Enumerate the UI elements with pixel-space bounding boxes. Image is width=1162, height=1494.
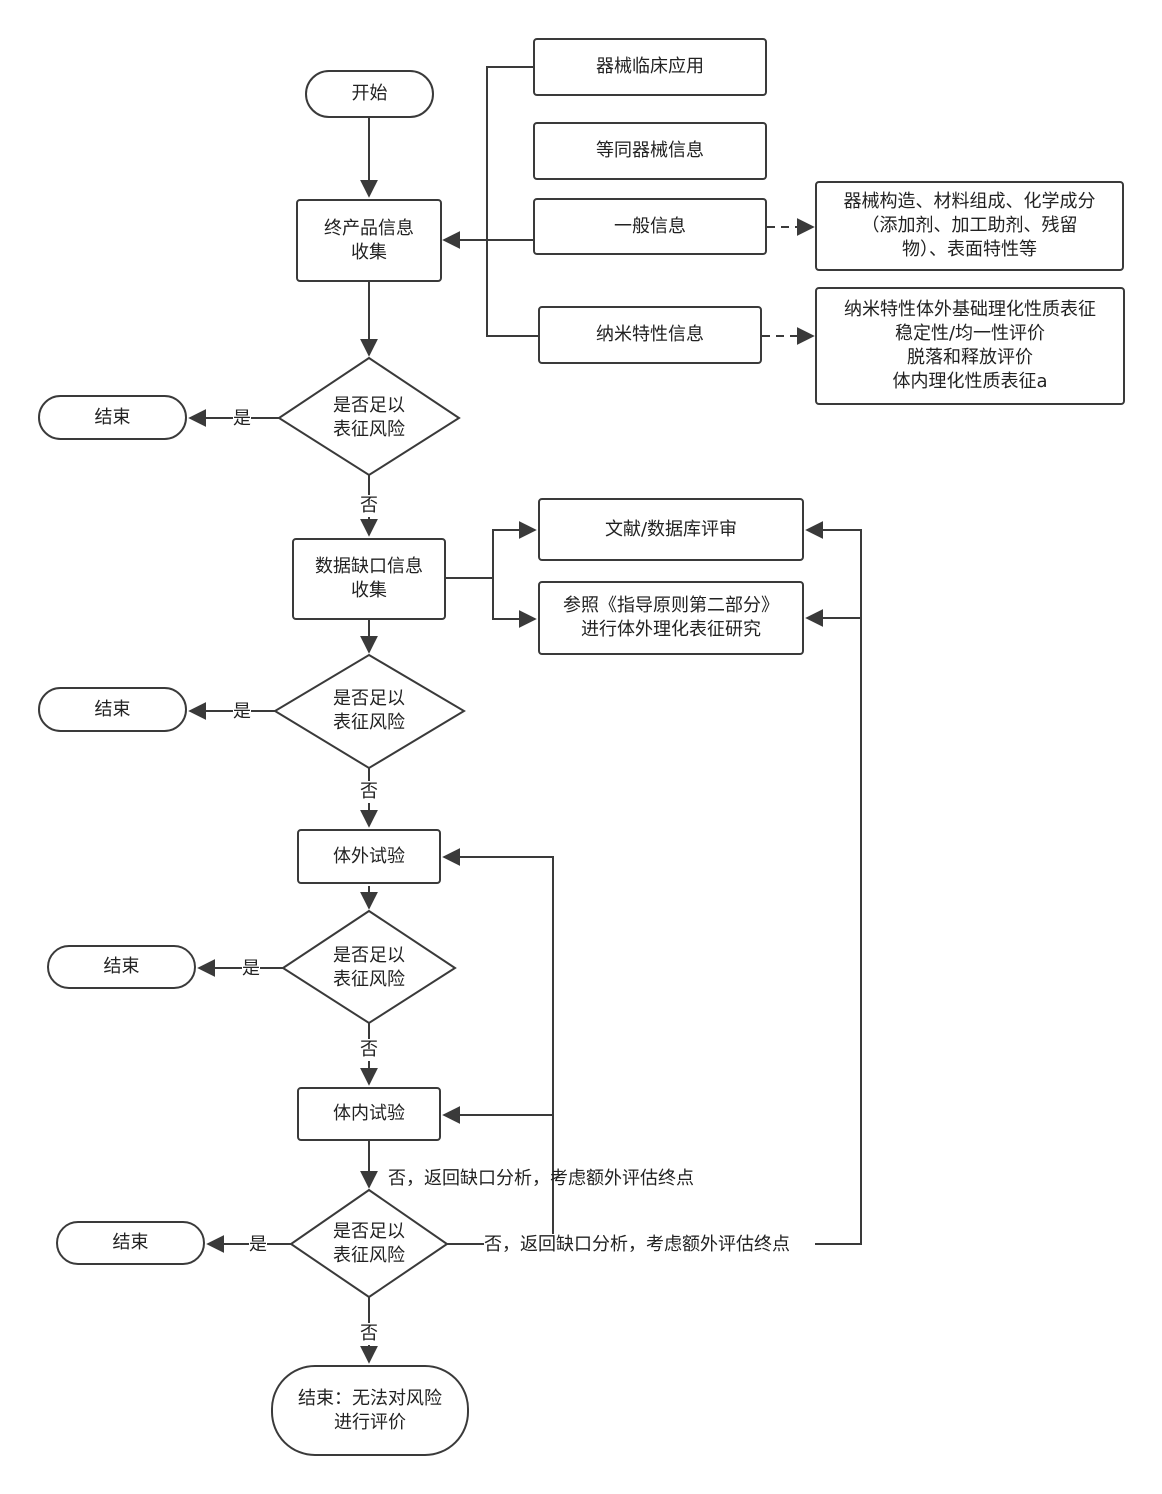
decision1-label: 是否足以 表征风险 xyxy=(333,395,405,440)
decision3-no-label: 否 xyxy=(360,1039,378,1061)
nano-node: 纳米特性信息 xyxy=(538,306,762,364)
general-node: 一般信息 xyxy=(533,198,767,255)
reference-node: 参照《指导原则第二部分》 进行体外理化表征研究 xyxy=(538,581,804,655)
decision3-label: 是否足以 表征风险 xyxy=(333,945,405,990)
end3-node: 结束 xyxy=(47,945,196,989)
decision2-no-label: 否 xyxy=(360,781,378,803)
decision4-no-label: 否 xyxy=(360,1323,378,1345)
final-end-node: 结束：无法对风险 进行评价 xyxy=(271,1365,469,1456)
decision2-label: 是否足以 表征风险 xyxy=(333,688,405,733)
end2-node: 结束 xyxy=(38,687,187,732)
decision2-shape xyxy=(273,653,466,770)
decision1-shape xyxy=(277,356,461,477)
decision4-shape xyxy=(289,1188,449,1299)
general-detail-node: 器械构造、材料组成、化学成分 （添加剂、加工助剂、残留 物）、表面特性等 xyxy=(815,181,1124,271)
product-info-node: 终产品信息 收集 xyxy=(296,199,442,282)
decision4-label: 是否足以 表征风险 xyxy=(333,1221,405,1266)
decision4-yes-label: 是 xyxy=(249,1234,267,1256)
edge-gap-branch-2 xyxy=(492,578,537,628)
decision1-no-label: 否 xyxy=(360,495,378,517)
gap-info-node: 数据缺口信息 收集 xyxy=(292,538,446,620)
edge-bracket-product xyxy=(486,66,538,337)
literature-node: 文献/数据库评审 xyxy=(538,498,804,561)
start-node: 开始 xyxy=(305,70,434,118)
in-vitro-node: 体外试验 xyxy=(297,829,441,884)
nano-detail-node: 纳米特性体外基础理化性质表征 稳定性/均一性评价 脱落和释放评价 体内理化性质表… xyxy=(815,287,1125,405)
equivalent-node: 等同器械信息 xyxy=(533,122,767,180)
edge-gap-branch xyxy=(446,521,537,579)
decision1-yes-label: 是 xyxy=(233,408,251,430)
end1-node: 结束 xyxy=(38,395,187,440)
decision2-yes-label: 是 xyxy=(233,701,251,723)
return-decision-label: 否，返回缺口分析，考虑额外评估终点 xyxy=(484,1234,790,1256)
decision3-shape xyxy=(281,909,457,1025)
decision3-yes-label: 是 xyxy=(242,958,260,980)
in-vivo-node: 体内试验 xyxy=(297,1087,441,1141)
end4-node: 结束 xyxy=(56,1221,205,1265)
edge-loop-to-literature xyxy=(805,521,862,1245)
return-invivo-label: 否，返回缺口分析，考虑额外评估终点 xyxy=(388,1168,694,1189)
clinical-node: 器械临床应用 xyxy=(533,38,767,96)
